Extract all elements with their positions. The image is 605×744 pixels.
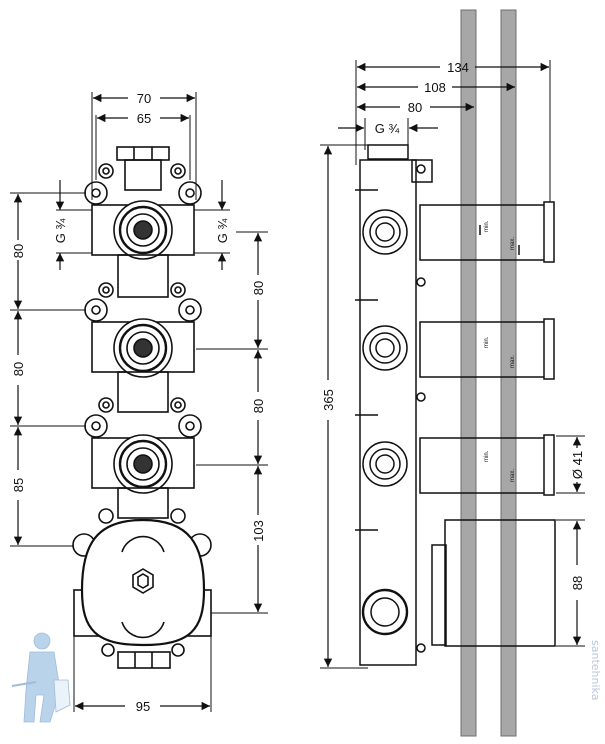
side-view-labels: 134 108 80 G ¾ 365 Ø 41 88 min. max. min… — [321, 60, 585, 590]
dim-label-left-1: 80 — [11, 244, 26, 258]
hex-nut — [132, 568, 154, 594]
thread-label-side: G ¾ — [375, 121, 400, 136]
dim-label-right-1: 80 — [251, 281, 266, 295]
side-thermostat — [355, 519, 556, 653]
side-valve-2 — [355, 277, 555, 380]
dim-label-108: 108 — [424, 80, 446, 95]
max-label-2: max. — [510, 355, 516, 368]
dim-label-365: 365 — [321, 389, 336, 411]
dim-label-88: 88 — [570, 576, 585, 590]
thread-label-right: G ¾ — [215, 219, 230, 244]
wall-bar-front — [460, 9, 477, 737]
dim-label-diameter-41: Ø 41 — [570, 451, 585, 479]
valve-module-3 — [84, 397, 202, 519]
dim-label-left-2: 80 — [11, 362, 26, 376]
thread-label-left: G ¾ — [53, 219, 68, 244]
max-label-3: max. — [510, 469, 516, 482]
dim-label-right-2: 80 — [251, 399, 266, 413]
front-view-labels: 70 65 G ¾ G ¾ 80 80 85 80 80 103 95 — [11, 91, 266, 714]
dim-label-95: 95 — [136, 699, 150, 714]
dim-label-134: 134 — [447, 60, 469, 75]
min-label-3: min. — [484, 450, 490, 462]
watermark: santehnika — [11, 632, 602, 723]
thermostat-body — [72, 508, 212, 669]
min-label-2: min. — [484, 336, 490, 348]
min-label-1: min. — [484, 220, 490, 232]
valve-module-1 — [84, 163, 202, 298]
side-view — [320, 60, 585, 669]
dim-label-left-3: 85 — [11, 478, 26, 492]
dim-label-70: 70 — [137, 91, 151, 106]
front-view — [10, 92, 268, 712]
wall-bar-back — [500, 9, 517, 737]
wall-bars — [460, 9, 517, 737]
plumber-mascot-icon — [11, 632, 71, 723]
valve-module-2 — [84, 282, 202, 413]
watermark-text: santehnika — [589, 640, 602, 700]
side-valve-1 — [355, 189, 555, 263]
max-label-1: max. — [510, 237, 516, 250]
dim-label-65: 65 — [137, 111, 151, 126]
side-valve-3 — [355, 392, 555, 496]
dim-label-80-side: 80 — [408, 100, 422, 115]
dim-label-right-3: 103 — [251, 520, 266, 542]
